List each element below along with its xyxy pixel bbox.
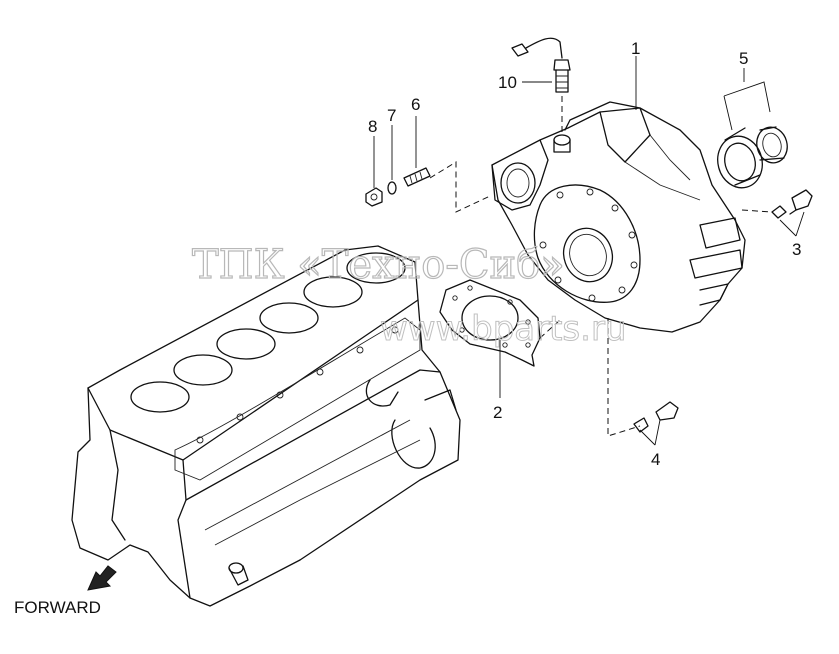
callout-6: 6: [411, 95, 420, 114]
watermark-company: ТПК «Техно-Сиб»: [192, 242, 565, 288]
forward-label: FORWARD: [14, 598, 101, 617]
flywheel-housing-gasket: [439, 279, 541, 367]
bolt-set-3: [771, 189, 813, 219]
leader-lines: [373, 56, 805, 446]
assembly-lines: [429, 96, 773, 437]
forward-indicator: FORWARD: [14, 565, 117, 617]
callout-8: 8: [368, 117, 377, 136]
bolt-set-4: [633, 401, 679, 433]
flywheel-housing: [491, 101, 746, 333]
stud-washer-nut: [365, 167, 431, 207]
watermark-site: www.bparts.ru: [380, 309, 626, 349]
callout-4: 4: [651, 450, 660, 469]
callout-2: 2: [493, 403, 502, 422]
callout-3: 3: [792, 240, 801, 259]
crankshaft-rear-seal: [717, 126, 788, 189]
callouts: 1 2 3 4 5 6 7 8 10: [368, 39, 801, 469]
callout-5: 5: [739, 49, 748, 68]
engine-block: [71, 245, 461, 607]
callout-10: 10: [498, 73, 517, 92]
callout-1: 1: [631, 39, 640, 58]
watermark: ТПК «Техно-Сиб» www.bparts.ru: [191, 241, 627, 349]
callout-7: 7: [387, 106, 396, 125]
speed-sensor: [511, 37, 571, 93]
forward-arrow-icon: [87, 565, 117, 591]
